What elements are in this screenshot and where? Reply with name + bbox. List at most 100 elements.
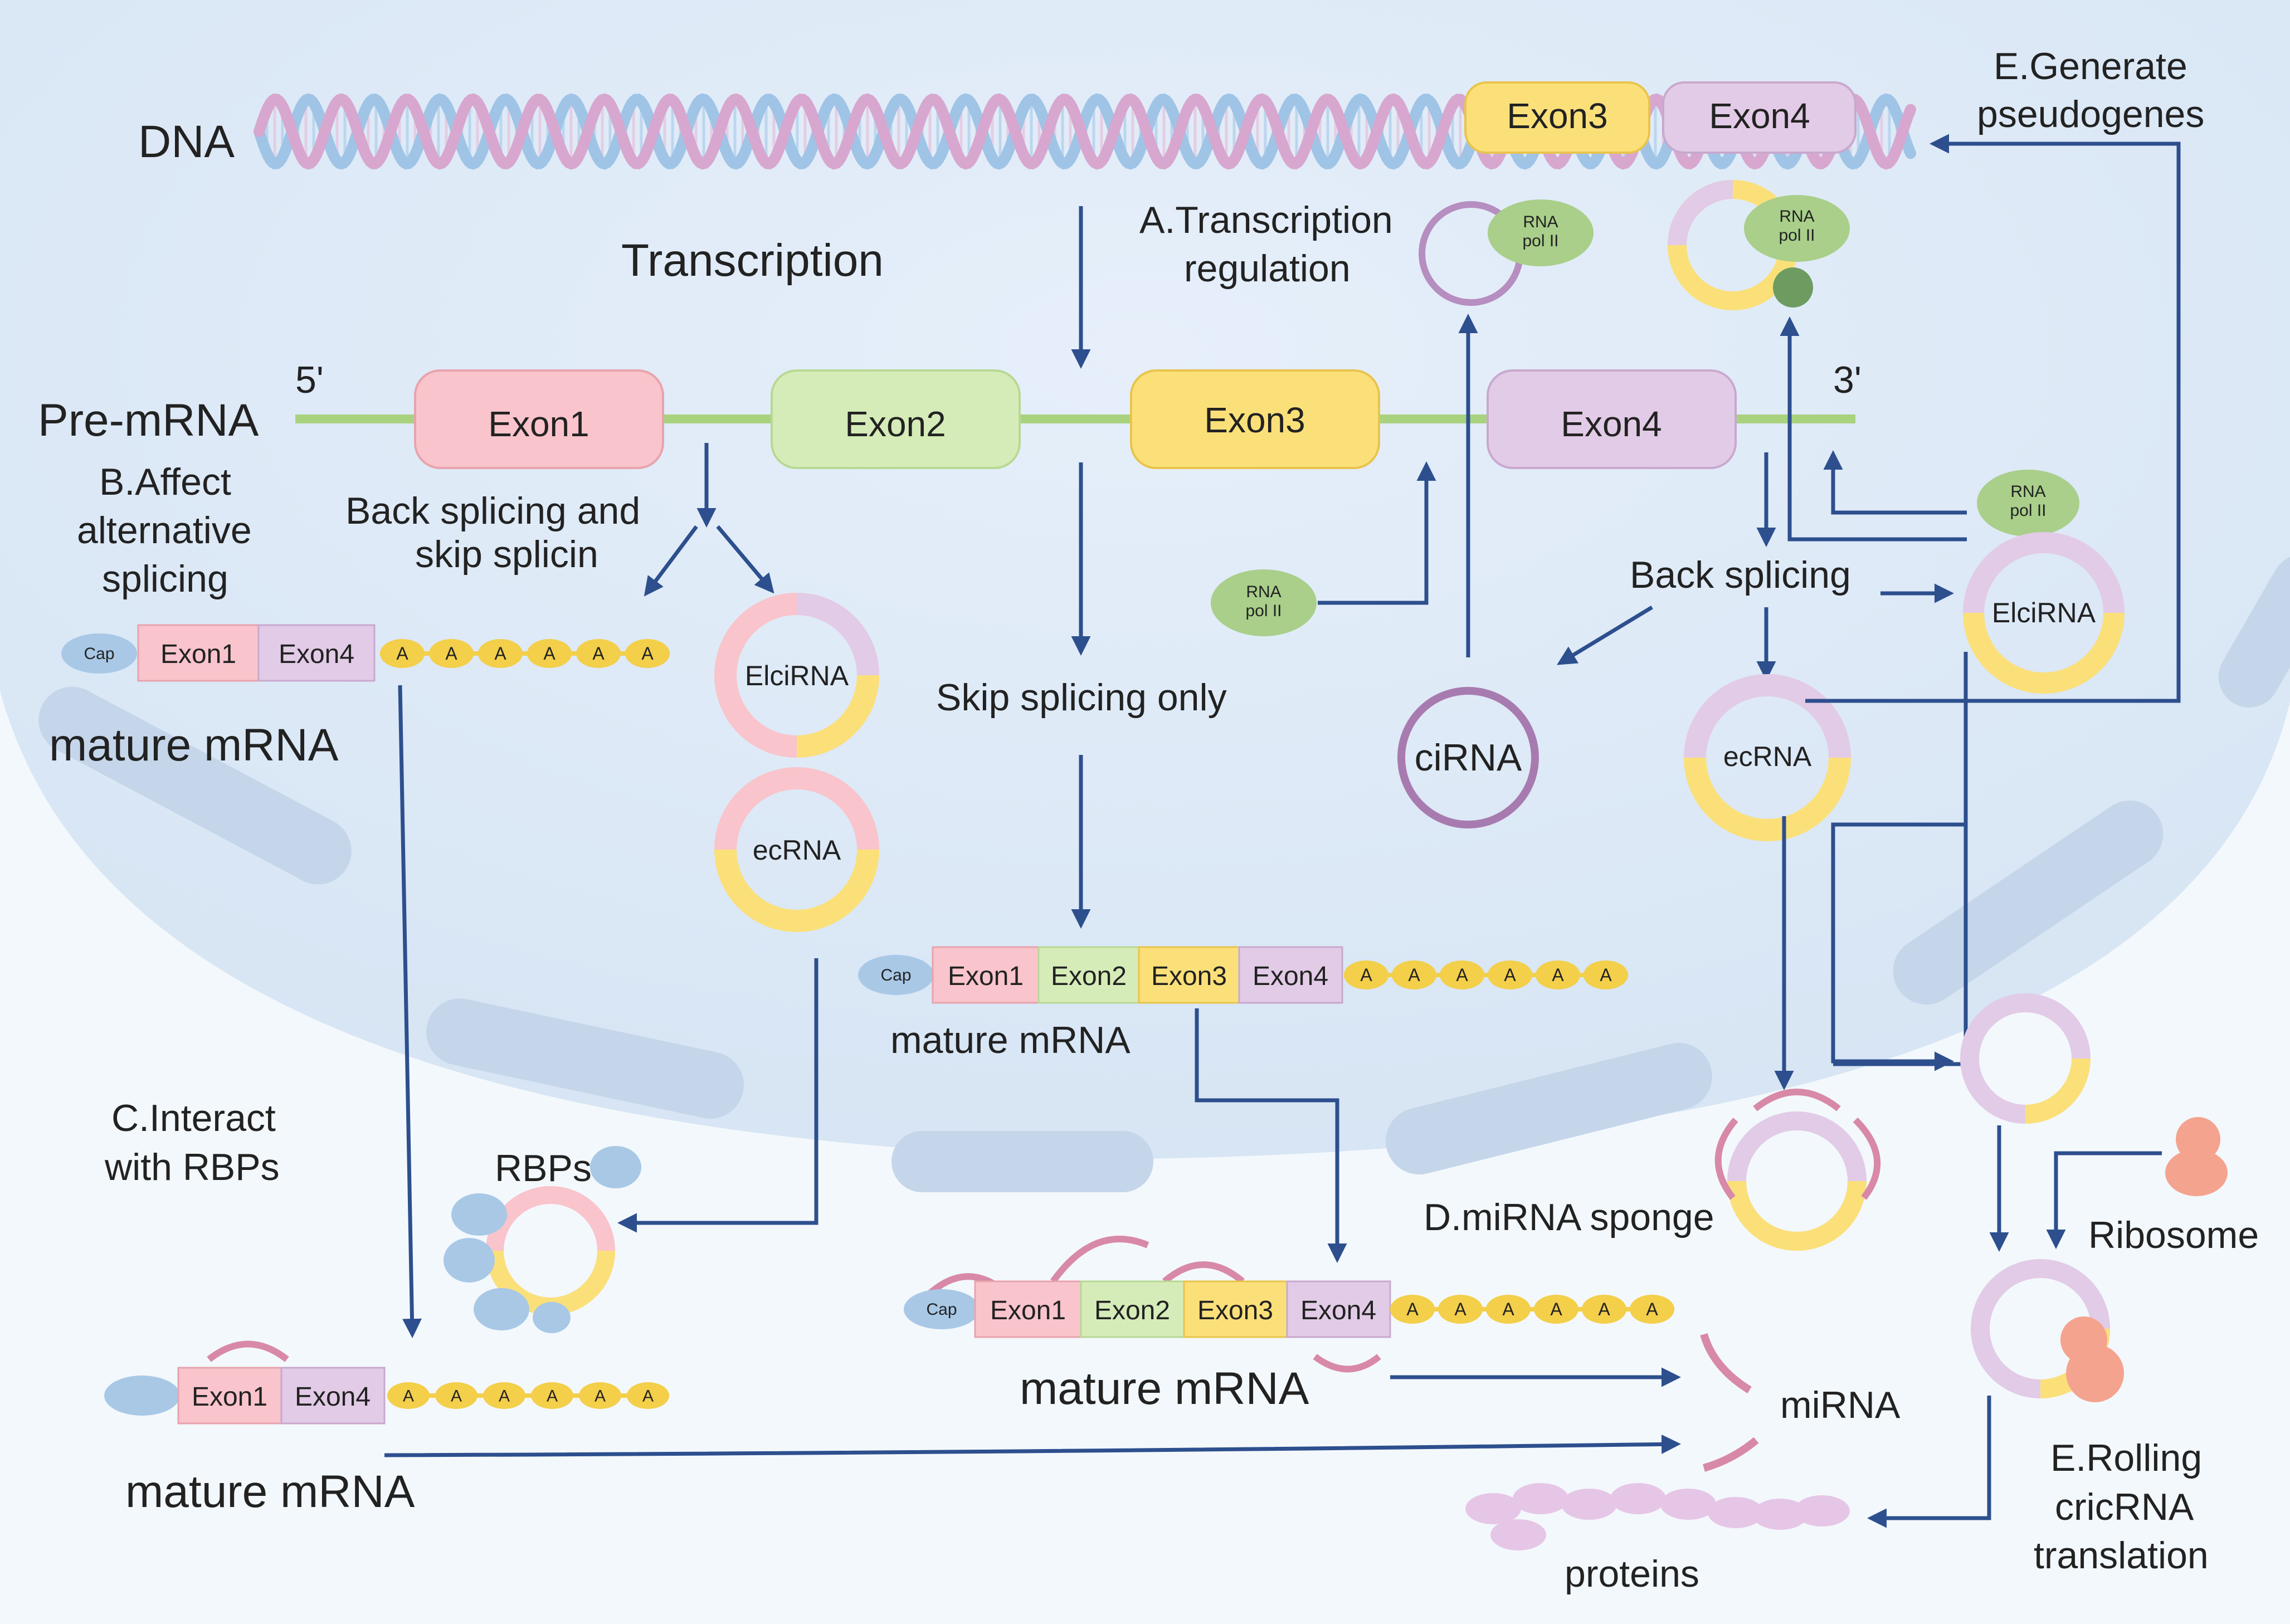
svg-text:Exon1: Exon1 <box>948 962 1024 991</box>
svg-text:A: A <box>1406 1299 1419 1319</box>
e-rolling-label-1: E.Rolling <box>2050 1437 2202 1479</box>
pre-mrna-exon4: Exon4 <box>1487 369 1737 469</box>
mature-mrna-label-left-bottom: mature mRNA <box>125 1466 415 1517</box>
rolling-circrna-translating <box>1971 1259 2124 1402</box>
svg-text:A: A <box>1502 1299 1514 1319</box>
svg-text:Exon3: Exon3 <box>1204 400 1305 440</box>
dna-label: DNA <box>138 116 235 167</box>
five-prime-label: 5' <box>295 359 324 401</box>
three-prime-label: 3' <box>1833 359 1862 401</box>
svg-text:A: A <box>543 643 556 664</box>
svg-text:Exon1: Exon1 <box>488 404 589 444</box>
back-splicing-label: Back splicing <box>1630 554 1851 596</box>
e-rolling-label-2: cricRNA <box>2055 1486 2194 1528</box>
svg-text:A: A <box>1600 965 1612 985</box>
svg-text:A: A <box>1360 965 1372 985</box>
back-skip-label-2: skip splicin <box>415 533 598 576</box>
cirna-pol-ii-complex: RNA pol II <box>1419 199 1594 306</box>
arrow-back-to-cirna <box>1557 606 1653 665</box>
left-elcirna: ElciRNA <box>714 593 879 758</box>
top-right-circrna-pol: RNA pol II <box>1668 180 1850 310</box>
nuclear-envelope <box>38 554 2290 1192</box>
right-ecrna: ecRNA <box>1684 674 1851 841</box>
arrow-elcirna-to-top <box>1780 316 1967 542</box>
svg-text:Exon4: Exon4 <box>1561 404 1662 444</box>
cirna: ciRNA <box>1397 687 1539 828</box>
svg-text:A: A <box>592 643 605 664</box>
arrow-mid-to-bottom <box>1195 1008 1347 1263</box>
svg-text:A: A <box>494 643 506 664</box>
svg-text:Exon3: Exon3 <box>1507 96 1607 136</box>
svg-text:Exon1: Exon1 <box>990 1296 1066 1325</box>
svg-text:A: A <box>642 1387 654 1406</box>
svg-text:Cap: Cap <box>84 645 114 663</box>
svg-text:Exon4: Exon4 <box>295 1382 371 1412</box>
c-label-2: with RBPs <box>104 1146 280 1188</box>
rbps-label: RBPs <box>495 1147 592 1189</box>
svg-text:ElciRNA: ElciRNA <box>1992 597 2096 628</box>
svg-text:A: A <box>1550 1299 1562 1319</box>
svg-text:pol II: pol II <box>2010 501 2046 520</box>
svg-text:Exon3: Exon3 <box>1197 1296 1273 1325</box>
svg-text:Exon4: Exon4 <box>279 640 354 669</box>
svg-text:A: A <box>1456 965 1468 985</box>
dna-exon3: Exon3 <box>1464 81 1650 154</box>
transcription-label: Transcription <box>621 235 884 286</box>
skip-splicing-label: Skip splicing only <box>936 676 1227 719</box>
svg-text:A: A <box>396 643 408 664</box>
svg-text:A: A <box>1454 1299 1466 1319</box>
d-label: D.miRNA sponge <box>1424 1196 1714 1238</box>
svg-text:A: A <box>403 1387 414 1406</box>
proteins-label: proteins <box>1565 1553 1699 1595</box>
rna-pol-ii-mid: RNA pol II <box>1211 569 1317 636</box>
arrow-to-mirna-bottom <box>384 1434 1681 1457</box>
svg-text:pol II: pol II <box>1245 602 1282 620</box>
b-label-2: alternative <box>77 509 252 552</box>
rna-pol-ii-right: RNA pol II <box>1977 470 2079 537</box>
mirna-label: miRNA <box>1780 1384 1901 1426</box>
pre-mrna-exon3: Exon3 <box>1130 369 1380 469</box>
svg-text:Exon2: Exon2 <box>845 404 946 444</box>
mature-mrna-label-left-top: mature mRNA <box>49 720 339 770</box>
ribosome-icon <box>2165 1117 2228 1196</box>
left-ecrna: ecRNA <box>714 767 879 932</box>
rolling-circrna-top <box>1960 993 2091 1124</box>
arrow-left-diag-2 <box>716 525 774 594</box>
svg-text:ciRNA: ciRNA <box>1415 737 1522 779</box>
svg-text:A: A <box>1408 965 1420 985</box>
svg-text:A: A <box>499 1387 510 1406</box>
svg-text:A: A <box>1646 1299 1658 1319</box>
svg-text:A: A <box>1504 965 1516 985</box>
mature-mrna-label-mid-bottom: mature mRNA <box>1020 1363 1309 1414</box>
proteins-chain <box>1465 1483 1850 1550</box>
arrow-ribosome-to-rolling <box>2046 1151 2162 1249</box>
ribosome-label: Ribosome <box>2088 1214 2259 1256</box>
rbps-circrna <box>444 1146 641 1333</box>
a-label-2: regulation <box>1184 247 1351 290</box>
svg-text:A: A <box>595 1387 606 1406</box>
svg-text:pol II: pol II <box>1522 232 1558 250</box>
svg-text:ElciRNA: ElciRNA <box>745 660 849 691</box>
svg-text:RNA: RNA <box>1523 213 1558 231</box>
arrow-elcirna-to-rolling <box>1831 690 1968 1071</box>
svg-text:Exon4: Exon4 <box>1709 96 1810 136</box>
svg-text:RNA: RNA <box>1779 207 1814 226</box>
right-elcirna: ElciRNA <box>1963 532 2125 694</box>
arrow-to-pseudogenes <box>1805 134 2181 703</box>
e-rolling-label-3: translation <box>2034 1534 2209 1577</box>
mature-mrna-label-mid-top: mature mRNA <box>890 1019 1131 1061</box>
svg-text:Exon1: Exon1 <box>160 640 236 669</box>
arrow-left-diag-1 <box>644 525 698 597</box>
svg-text:Cap: Cap <box>926 1300 957 1319</box>
svg-text:A: A <box>1598 1299 1610 1319</box>
svg-text:Exon2: Exon2 <box>1094 1296 1170 1325</box>
svg-text:Exon4: Exon4 <box>1253 962 1328 991</box>
arrow-left-long-down <box>398 685 422 1338</box>
svg-text:A: A <box>1552 965 1564 985</box>
b-label-1: B.Affect <box>99 461 231 503</box>
c-label-1: C.Interact <box>111 1097 276 1139</box>
